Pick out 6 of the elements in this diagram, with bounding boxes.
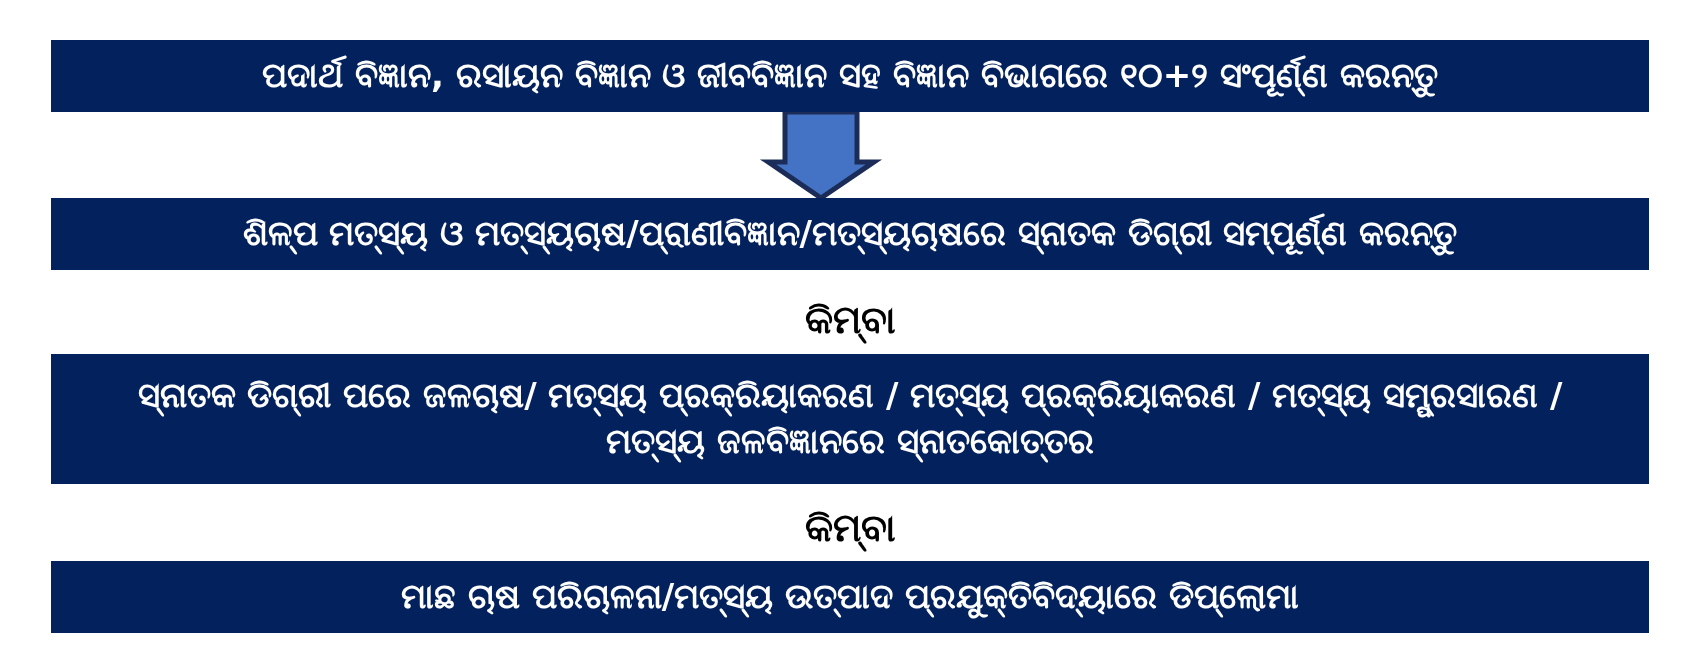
process-box: ମାଛ ଚାଷ ପରିଚାଳନା/ମତ୍ସ୍ୟ ଉତ୍ପାଦ ପ୍ରଯୁକ୍ତିବିଦ୍ୟାରେ ଡିପ୍ଲୋମା [51,561,1649,633]
or-label: କିମ୍ବା [805,298,896,342]
process-box: ସ୍ନାତକ ଡିଗ୍ରୀ ପରେ ଜଳଚାଷ/ ମତ୍ସ୍ୟ ପ୍ରକ୍ରିୟାକରଣ / ମତ୍ସ୍ୟ ପ୍ରକ୍ରିୟାକରଣ / ମତ୍ସ୍ୟ ସମ୍ପ୍ରସାରଣ / ମତ୍ସ୍ୟ ଜଳବିଜ୍ଞାନରେ ସ୍ନାତକୋତ୍ତର [51,354,1649,484]
process-box: ପଦାର୍ଥ ବିଜ୍ଞାନ, ରସାୟନ ବିଜ୍ଞାନ ଓ ଜୀବବିଜ୍ଞାନ ସହ ବିଜ୍ଞାନ ବିଭାଗରେ ୧୦+୨ ସଂପୂର୍ଣ୍ଣ କରନ୍ତୁ [51,40,1649,112]
process-box: ଶିଳ୍ପ ମତ୍ସ୍ୟ ଓ ମତ୍ସ୍ୟଚାଷ/ପ୍ରାଣୀବିଜ୍ଞାନ/ମତ୍ସ୍ୟଚାଷରେ ସ୍ନାତକ ଡିଗ୍ରୀ ସମ୍ପୂର୍ଣ୍ଣ କରନ୍ତୁ [51,198,1649,270]
or-label: କିମ୍ବା [805,506,896,550]
